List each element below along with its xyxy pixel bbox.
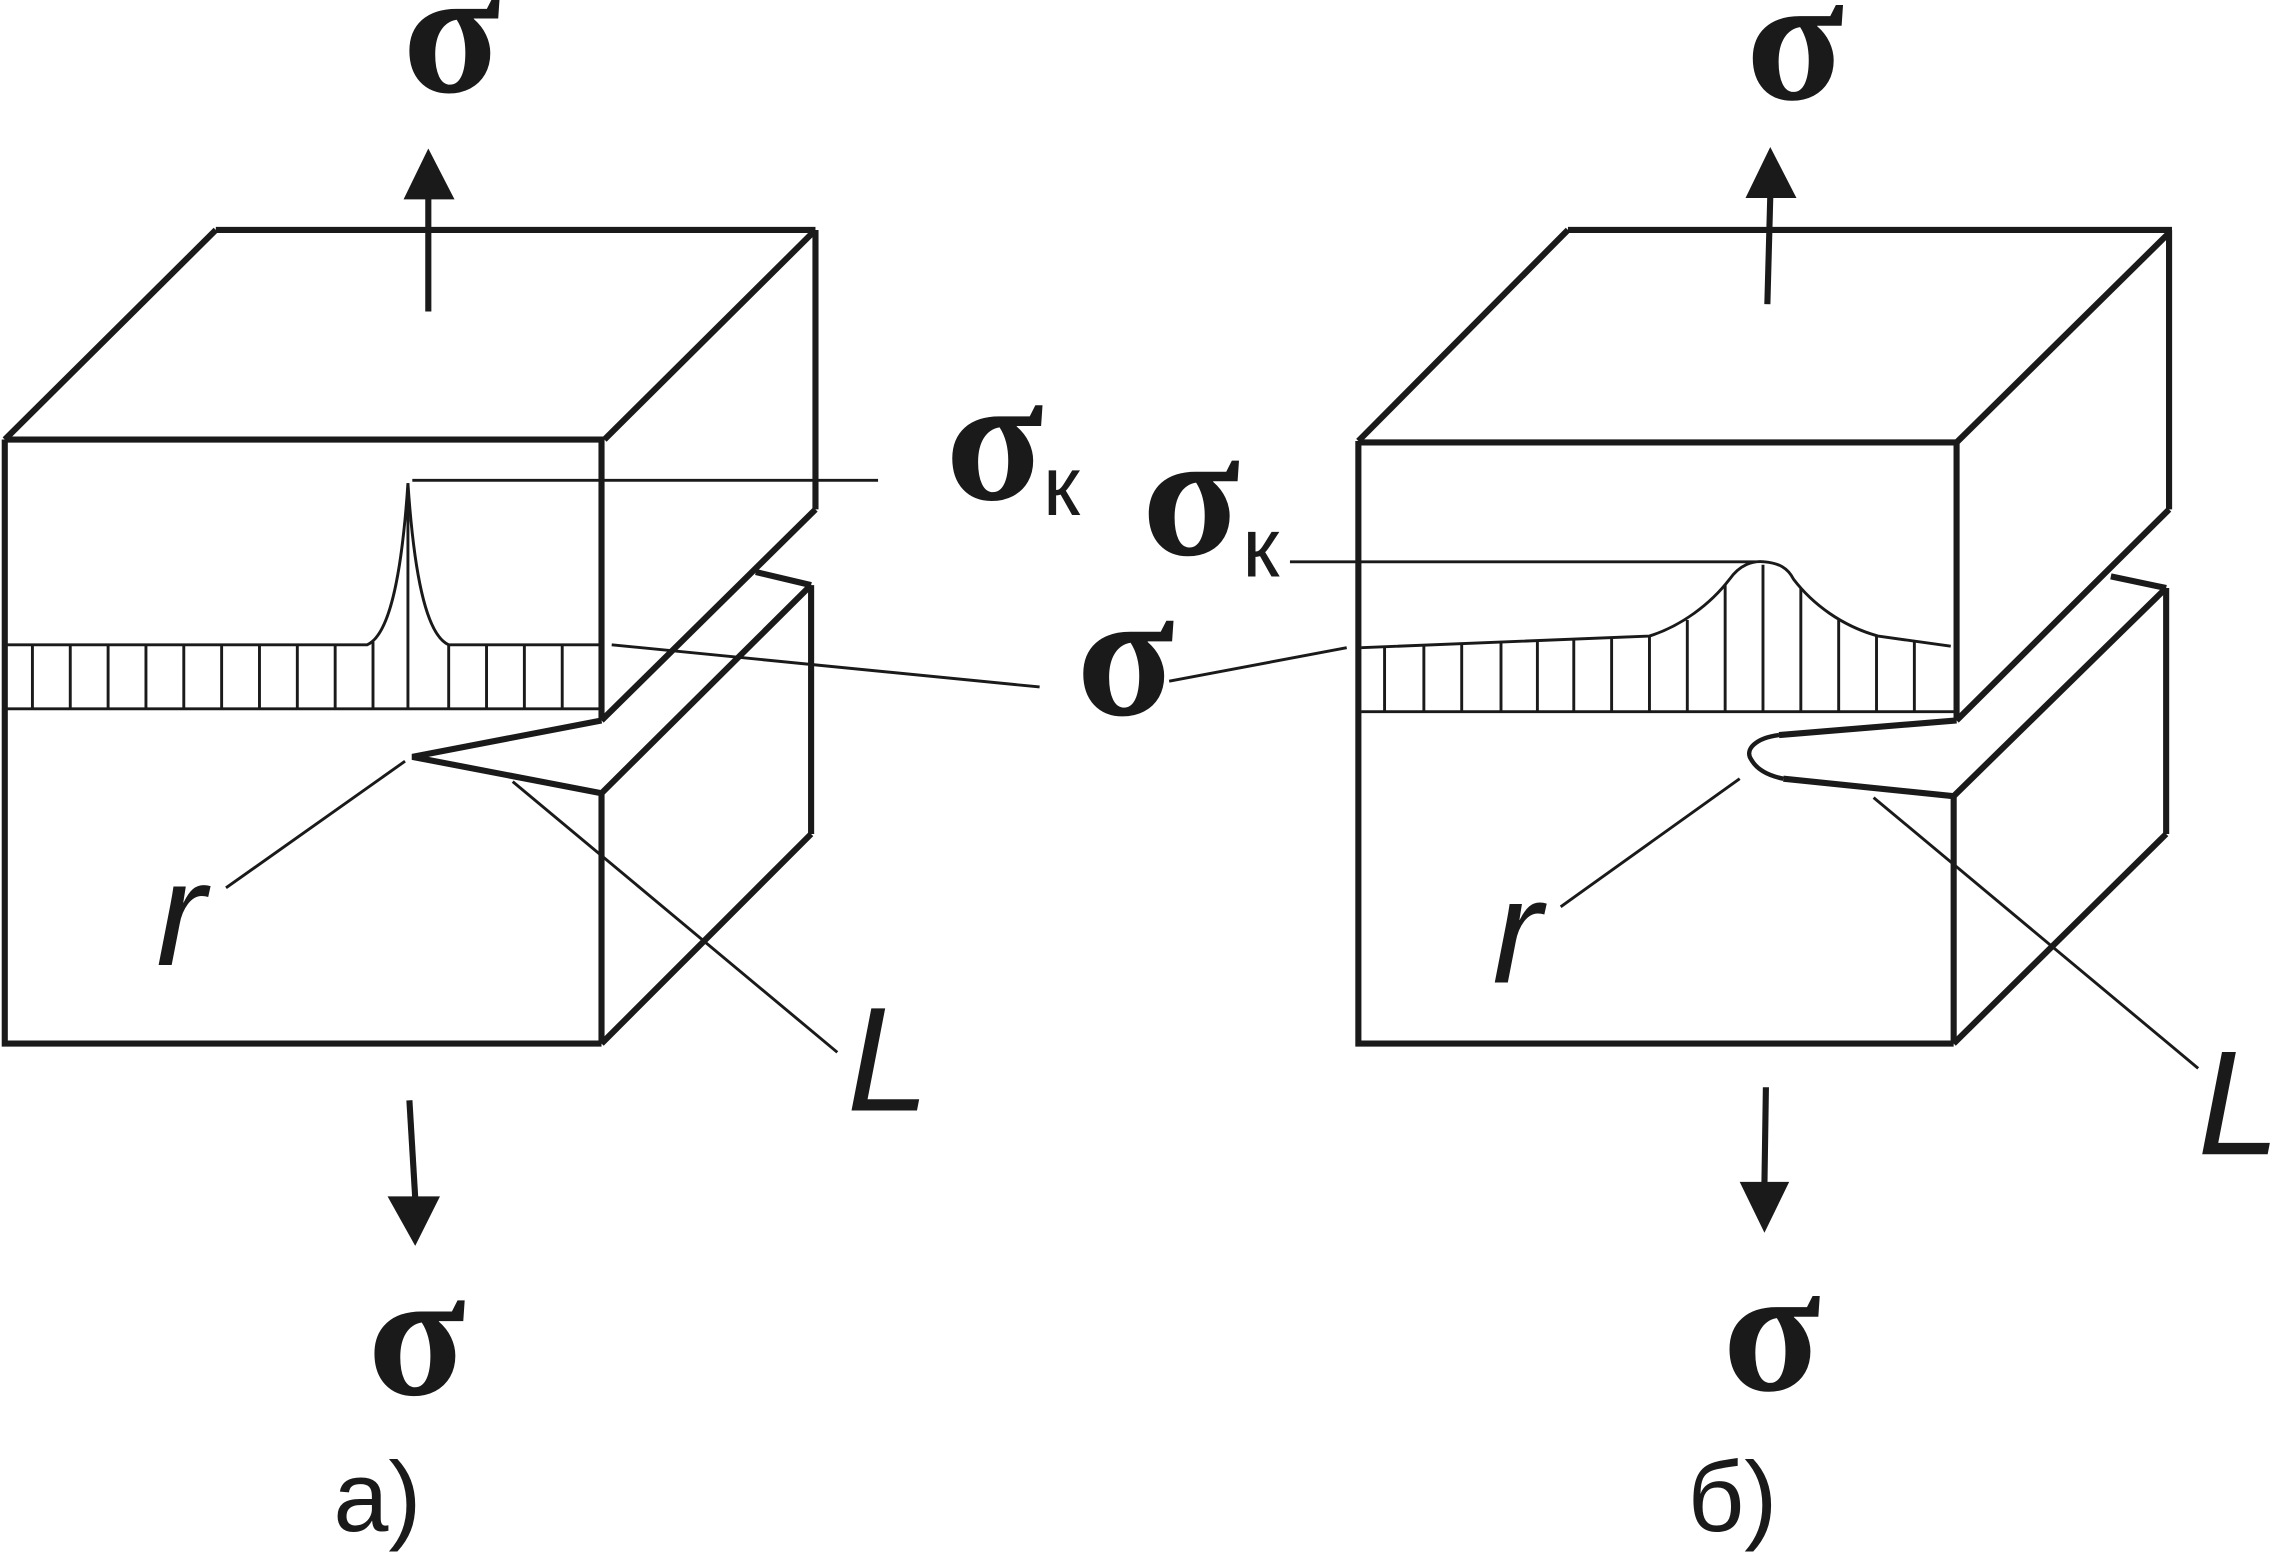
arrow-up-a (403, 148, 455, 312)
arrow-down-b (1739, 1087, 1790, 1233)
stress-hatches (30, 483, 564, 709)
crack-upper-face-side-edge (1954, 507, 2172, 723)
arrow-down-a (387, 1100, 440, 1246)
sigma-middle-leader (1168, 646, 1347, 683)
L-label: L (2198, 1021, 2281, 1186)
arrow-shaft (1761, 1087, 1769, 1184)
sigma-middle-label: σ (1076, 555, 1174, 755)
blunt-crack-lower-face (1783, 775, 1954, 800)
block-top-right-edge (602, 227, 818, 442)
crack-lower-face-side-edge (599, 582, 814, 796)
panel-b: σ σ к r L σ б) (1142, 0, 2280, 1552)
r-label: r (156, 832, 211, 997)
sigma-k-subscript: к (1043, 439, 1081, 533)
crack-back-opening (755, 569, 812, 589)
r-leader (1559, 777, 1741, 908)
arrow-down-icon (387, 1196, 440, 1246)
stress-profile (1361, 560, 1951, 650)
arrow-down-icon (1739, 1181, 1790, 1233)
block-b (1355, 226, 2173, 1047)
r-leader (225, 760, 406, 890)
sigma-bottom-label: σ (1723, 1230, 1821, 1430)
sigma-k-label: σ к (1142, 395, 1280, 595)
stress-hatches (1383, 564, 1916, 712)
sharp-crack (411, 717, 603, 797)
L-leader (511, 780, 839, 1054)
L-label: L (847, 978, 930, 1143)
crack-back-opening (2110, 573, 2167, 592)
sigma-k-symbol: σ (1142, 395, 1240, 595)
arrow-shaft (406, 1100, 419, 1199)
sigma-k-symbol: σ (945, 339, 1043, 539)
arrow-up-icon (403, 148, 455, 200)
sigma-top-label: σ (1746, 0, 1844, 139)
block-bottom-right-edge (599, 831, 814, 1046)
arrow-up-icon (1745, 147, 1797, 198)
crack-lower-face-side-edge (1951, 585, 2169, 799)
blunt-crack-upper-face (1778, 717, 1957, 739)
block-top-right-edge (1954, 230, 2172, 445)
block-bottom-right-edge (1951, 831, 2169, 1046)
stress-profile-left (4, 483, 410, 647)
arrow-shaft (1764, 196, 1774, 305)
block-front-left-bottom-edges (1355, 441, 1954, 1047)
blunt-crack-tip (1747, 732, 1784, 781)
stress-distribution-a (4, 483, 602, 711)
r-label: r (1492, 849, 1547, 1014)
sigma-top-label: σ (403, 0, 501, 132)
stress-profile-right (406, 483, 602, 647)
panel-caption: б) (1688, 1441, 1778, 1552)
sigma-k-subscript: к (1242, 500, 1280, 594)
stress-distribution-b (1361, 560, 1954, 714)
sigma-middle-leader (611, 643, 1040, 689)
panel-a: σ σ к r L σ а) (1, 0, 1081, 1552)
block-top-left-edge (1356, 227, 1571, 444)
block-top-left-edge (2, 227, 218, 442)
panel-caption: а) (333, 1441, 421, 1552)
L-leader (1872, 796, 2200, 1070)
sigma-bottom-label: σ (368, 1234, 466, 1434)
crack-upper-face-side-edge (599, 507, 818, 723)
block-front-left-bottom-edges (1, 439, 602, 1047)
sigma-k-label: σ к (945, 339, 1081, 539)
arrow-up-b (1745, 147, 1797, 305)
block-a (1, 226, 819, 1047)
